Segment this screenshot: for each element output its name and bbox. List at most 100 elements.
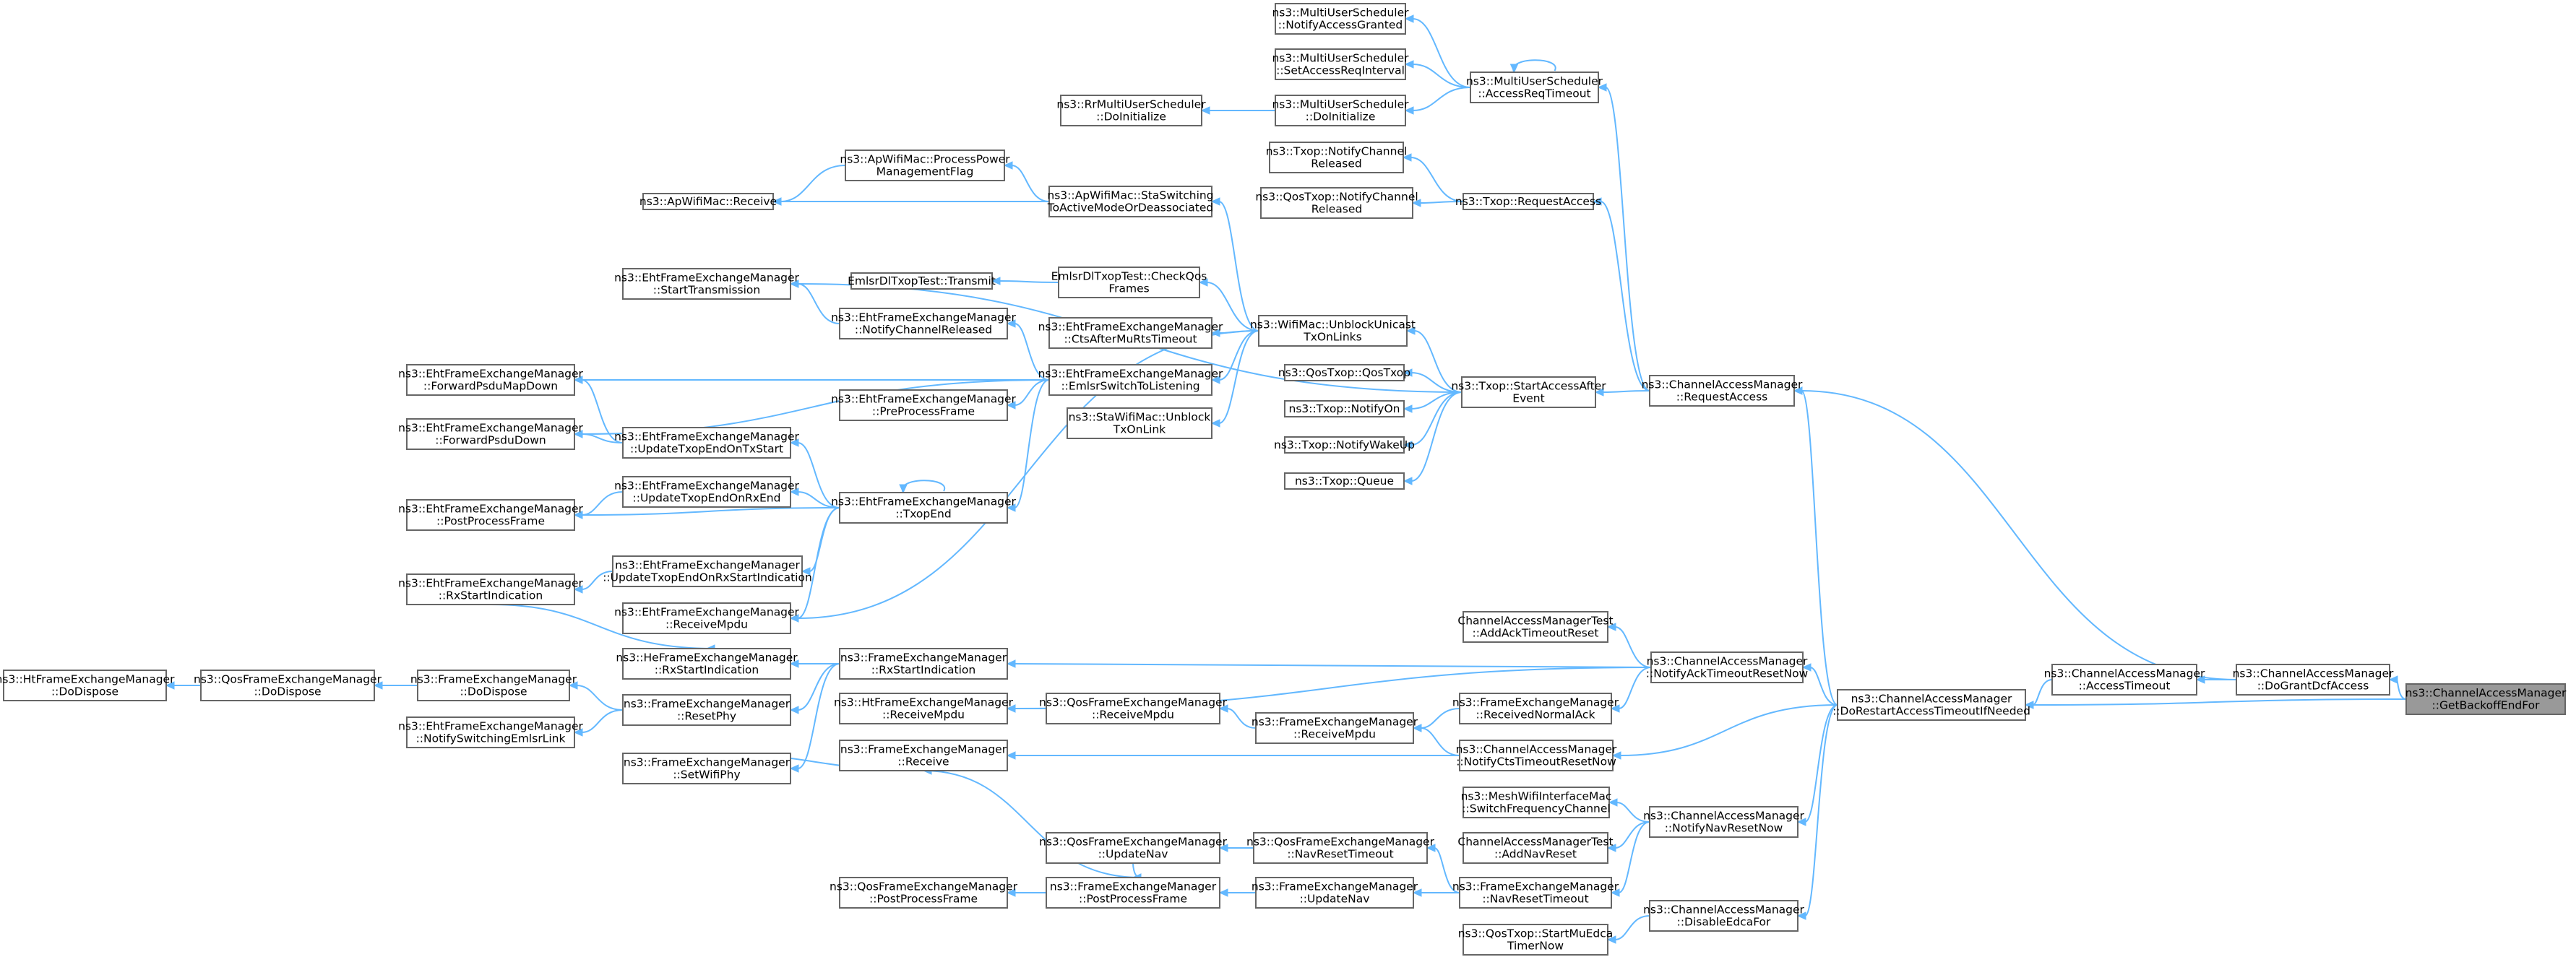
node-mesh-switch[interactable]: ns3::MeshWifiInterfaceMac::SwitchFrequen… [1461,787,1612,818]
node-txop-request[interactable]: ns3::Txop::RequestAccess [1455,193,1601,210]
node-access-timeout[interactable]: ns3::ChannelAccessManager::AccessTimeout [2044,664,2205,696]
edge-line [2032,679,2053,706]
edge-line [1614,626,1652,668]
node-ht-do-dispose[interactable]: ns3::HtFrameExchangeManager::DoDispose [0,670,175,701]
node-mus-notify-granted[interactable]: ns3::MultiUserScheduler::NotifyAccessGra… [1272,3,1409,35]
node-qos-notify-ch[interactable]: ns3::QosTxop::NotifyChannelReleased [1255,187,1418,219]
node-txop-notify-ch[interactable]: ns3::Txop::NotifyChannelReleased [1266,142,1408,173]
edge-arrowhead [1404,106,1414,115]
node-box [1650,651,1804,683]
node-root[interactable]: ns3::ChannelAccessManager::GetBackoffEnd… [2405,683,2567,715]
node-fem-rx-start[interactable]: ns3::FrameExchangeManager::RxStartIndica… [839,648,1008,680]
node-eht-notify-switch[interactable]: ns3::EhtFrameExchangeManager::NotifySwit… [398,716,584,748]
node-he-rx-start[interactable]: ns3::HeFrameExchangeManager::RxStartIndi… [616,648,798,680]
node-eht-post-process[interactable]: ns3::EhtFrameExchangeManager::PostProces… [398,499,584,531]
node-fem-update-nav[interactable]: ns3::FrameExchangeManager::UpdateNav [1252,877,1418,909]
node-label-line1: EmlsrDlTxopTest::CheckQos [1051,270,1207,283]
node-label-line2: ::SwitchFrequencyChannel [1462,802,1610,815]
node-eht-upd-tx-start[interactable]: ns3::EhtFrameExchangeManager::UpdateTxop… [614,427,800,459]
node-eht-start-tx[interactable]: ns3::EhtFrameExchangeManager::StartTrans… [614,268,800,300]
node-qos-update-nav[interactable]: ns3::QosFrameExchangeManager::UpdateNav [1039,832,1228,864]
node-fem-do-dispose[interactable]: ns3::FrameExchangeManager::DoDispose [410,670,577,701]
node-fem-nav-reset[interactable]: ns3::FrameExchangeManager::NavResetTimeo… [1452,877,1619,909]
node-emlsr-transmit[interactable]: EmlsrDlTxopTest::Transmit [848,272,996,290]
node-eht-receive-mpdu[interactable]: ns3::EhtFrameExchangeManager::ReceiveMpd… [614,602,800,634]
node-label-line2: ::DisableEdcaFor [1677,916,1771,929]
node-eht-txop-end[interactable]: ns3::EhtFrameExchangeManager::TxopEnd [831,492,1017,524]
node-rr-do-init[interactable]: ns3::RrMultiUserScheduler::DoInitialize [1056,95,1206,126]
node-box [406,418,575,450]
node-eht-fwd-psdu[interactable]: ns3::EhtFrameExchangeManager::ForwardPsd… [398,418,584,450]
node-fem-receive-mpdu[interactable]: ns3::FrameExchangeManager::ReceiveMpdu [1252,712,1418,744]
edge-ap-sta-switching-to-unblock-unicast [1210,197,1259,332]
node-txop-wake-up[interactable]: ns3::Txop::NotifyWakeUp [1274,436,1415,454]
node-do-restart[interactable]: ns3::ChannelAccessManager::DoRestartAcce… [1832,689,2030,721]
node-label-line1: ns3::Txop::StartAccessAfter [1451,380,1606,393]
node-label-line1: ns3::ChannelAccessManager [1647,655,1808,668]
node-ap-process-power[interactable]: ns3::ApWifiMac::ProcessPowerManagementFl… [840,150,1010,181]
node-eht-rx-start[interactable]: ns3::EhtFrameExchangeManager::RxStartInd… [398,573,584,605]
edge-arrowhead [1610,888,1620,897]
node-label-line2: ::PostProcessFrame [869,893,978,906]
edge-eht-fwd-psdu-map-to-eht-upd-tx-start [573,376,624,443]
node-grant-dcf[interactable]: ns3::ChannelAccessManager::DoGrantDcfAcc… [2233,664,2394,696]
node-eht-emlsr-switch[interactable]: ns3::EhtFrameExchangeManager::EmlsrSwitc… [1038,364,1223,396]
node-qos-post-process[interactable]: ns3::QosFrameExchangeManager::PostProces… [830,877,1018,909]
edge-arrowhead [1403,441,1413,449]
edge-arrowhead [1403,477,1413,485]
node-label-line1: ns3::ChannelAccessManager [1643,904,1804,917]
node-qos-nav-reset[interactable]: ns3::QosFrameExchangeManager::NavResetTi… [1246,832,1435,864]
node-fem-receive[interactable]: ns3::FrameExchangeManager::Receive [839,740,1008,771]
node-notify-cts[interactable]: ns3::ChannelAccessManager::NotifyCtsTime… [1456,740,1617,771]
node-qos-txop-qos[interactable]: ns3::QosTxop::QosTxop [1278,364,1410,381]
node-eht-notify-ch[interactable]: ns3::EhtFrameExchangeManager::NotifyChan… [831,308,1017,339]
edge-line [1420,708,1460,729]
node-ap-receive[interactable]: ns3::ApWifiMac::Receive [639,193,777,210]
edge-arrowhead [1003,161,1013,170]
node-txop-queue[interactable]: ns3::Txop::Queue [1284,472,1405,490]
node-fem-post-process[interactable]: ns3::FrameExchangeManager::PostProcessFr… [1046,877,1220,909]
node-box [417,670,570,701]
node-notify-nav[interactable]: ns3::ChannelAccessManager::NotifyNavRese… [1643,806,1805,838]
edge-qos-post-process-to-fem-post-process [1006,888,1046,897]
edge-eht-post-process-to-eht-upd-rx-end [573,491,624,519]
node-disable-edca[interactable]: ns3::ChannelAccessManager::DisableEdcaFo… [1643,900,1805,932]
node-fem-set-wifi-phy[interactable]: ns3::FrameExchangeManager::SetWifiPhy [622,753,791,784]
node-eht-upd-rx-start[interactable]: ns3::EhtFrameExchangeManager::UpdateTxop… [603,555,812,587]
node-label-line1: ns3::FrameExchangeManager [1452,696,1619,709]
edge-arrowhead [789,438,799,447]
edge-notify-cts-to-do-restart [1611,704,1838,760]
node-mus-do-init[interactable]: ns3::MultiUserScheduler::DoInitialize [1272,95,1409,126]
node-notify-ack[interactable]: ns3::ChannelAccessManager::NotifyAckTime… [1646,651,1809,683]
node-fem-reset-phy[interactable]: ns3::FrameExchangeManager::ResetPhy [622,694,791,726]
node-fem-received-normal-ack[interactable]: ns3::FrameExchangeManager::ReceivedNorma… [1452,693,1619,724]
node-ht-receive-mpdu[interactable]: ns3::HtFrameExchangeManager::ReceiveMpdu [834,693,1014,724]
node-qos-do-dispose[interactable]: ns3::QosFrameExchangeManager::DoDispose [194,670,382,701]
edge-eht-txop-end-to-eht-txop-end [899,480,946,494]
edge-arrowhead [1210,197,1220,206]
node-qos-receive-mpdu[interactable]: ns3::QosFrameExchangeManager::ReceiveMpd… [1039,693,1228,724]
node-box [1284,400,1405,417]
node-txop-notify-on[interactable]: ns3::Txop::NotifyOn [1284,400,1405,417]
node-eht-cts-after-mu[interactable]: ns3::EhtFrameExchangeManager::CtsAfterMu… [1038,317,1223,349]
node-ap-sta-switching[interactable]: ns3::ApWifiMac::StaSwitchingToActiveMode… [1047,186,1214,217]
edge-arrowhead [1426,844,1436,852]
node-eht-upd-rx-end[interactable]: ns3::EhtFrameExchangeManager::UpdateTxop… [614,476,800,508]
edge-arrowhead [1606,935,1616,944]
node-eht-pre-process[interactable]: ns3::EhtFrameExchangeManager::PreProcess… [831,389,1017,421]
node-mus-set-interval[interactable]: ns3::MultiUserScheduler::SetAccessReqInt… [1272,48,1409,80]
node-eht-fwd-psdu-map[interactable]: ns3::EhtFrameExchangeManager::ForwardPsd… [398,364,584,396]
node-label-line2: ::ReceiveMpdu [882,709,965,722]
node-box [1048,186,1212,217]
node-mus-access-req[interactable]: ns3::MultiUserScheduler::AccessReqTimeou… [1466,72,1603,103]
node-box [2236,664,2390,696]
node-request-access[interactable]: ns3::ChannelAccessManager::RequestAccess [1642,375,1803,407]
node-camt-ack-reset[interactable]: ChannelAccessManagerTest::AddAckTimeoutR… [1457,611,1614,643]
node-camt-nav-reset[interactable]: ChannelAccessManagerTest::AddNavReset [1457,832,1614,864]
